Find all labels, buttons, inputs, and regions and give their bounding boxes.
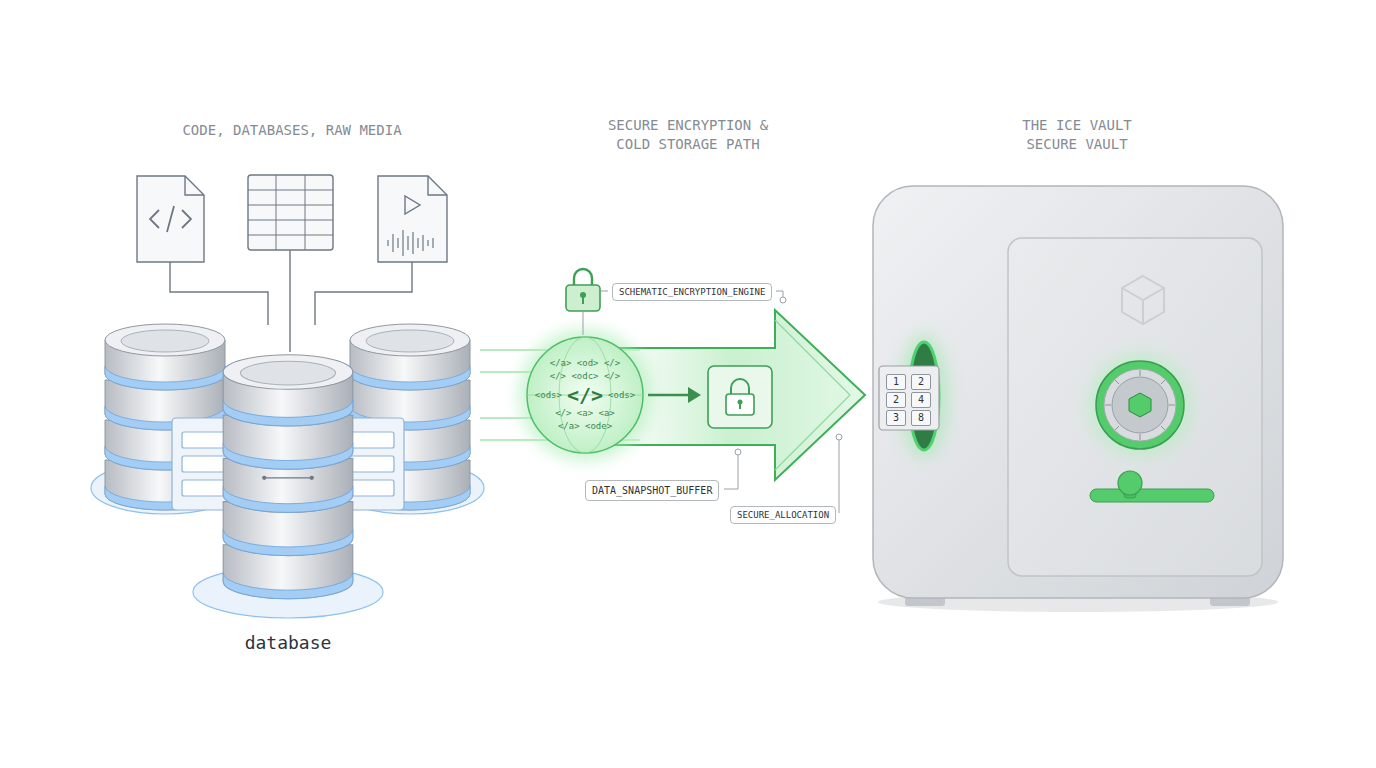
component-label: database [188,632,388,654]
keypad-key: 4 [911,392,931,408]
callout-tag: SCHEMATIC_ENCRYPTION_ENGINE [612,283,772,301]
code-row: </> <odc> </> [550,370,620,383]
column-heading: CODE, DATABASES, RAW MEDIA [142,121,442,140]
keypad-key: 2 [886,392,906,408]
key-digit: 2 [893,394,899,406]
code-fragment: </a> <od> </> [550,357,620,370]
callout-tag: DATA_SNAPSHOT_BUFFER [585,480,719,501]
code-row: <ods> </> <ods> [535,383,635,407]
keypad-key: 2 [911,374,931,390]
code-fragment: </a> <ode> [558,420,612,433]
code-fragment: <ods> [608,389,635,402]
column-heading: THE ICE VAULT SECURE VAULT [1002,116,1152,154]
keypad-key: 8 [911,410,931,426]
key-digit: 2 [918,376,924,388]
code-row: </a> <od> </> [550,357,620,370]
callout-text: DATA_SNAPSHOT_BUFFER [592,485,712,496]
code-row: </> <a> <a> [555,407,615,420]
keypad-key: 1 [886,374,906,390]
code-fragment: </> <a> <a> [555,407,615,420]
key-digit: 1 [893,376,899,388]
keypad-key: 3 [886,410,906,426]
key-digit: 3 [893,412,899,424]
column-heading: SECURE ENCRYPTION & COLD STORAGE PATH [593,116,783,154]
code-fragment: <ods> [535,389,562,402]
code-fragment: </> [567,383,603,407]
code-row: </a> <ode> [558,420,612,433]
code-globe: </a> <od> </></> <odc> </><ods></><ods><… [527,337,643,453]
callout-tag: SECURE_ALLOCATION [730,506,836,524]
code-fragment: </> <odc> </> [550,370,620,383]
key-digit: 8 [918,412,924,424]
callout-text: SCHEMATIC_ENCRYPTION_ENGINE [619,287,765,297]
key-digit: 4 [918,394,924,406]
callout-text: SECURE_ALLOCATION [737,510,829,520]
